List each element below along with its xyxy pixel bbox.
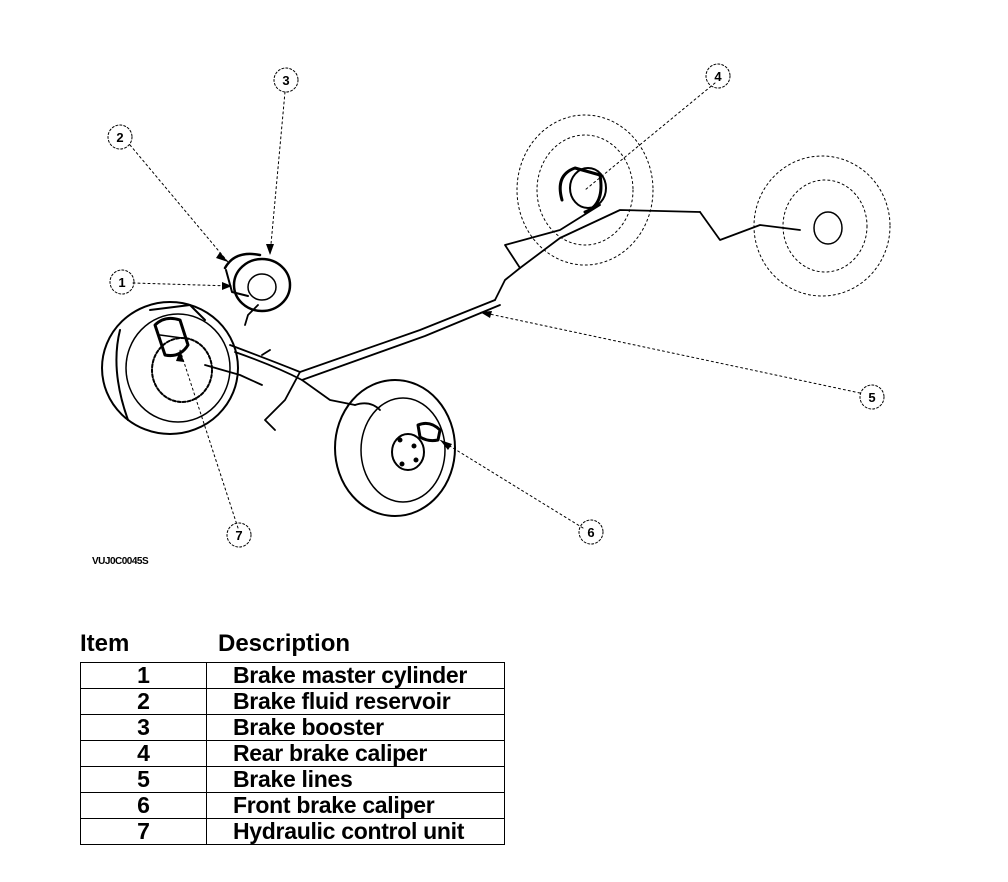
- brake-system-diagram: 1 2 3 4 5 6 7: [101, 63, 891, 548]
- row-description: Brake booster: [206, 714, 505, 741]
- callout-7: 7: [235, 528, 242, 543]
- callout-4: 4: [714, 69, 722, 84]
- table-row: 1 Brake master cylinder: [80, 662, 505, 689]
- rear-left-wheel: [516, 114, 654, 266]
- front-caliper-shape: [416, 421, 442, 443]
- front-left-wheel: [101, 301, 239, 435]
- parts-legend: Item Description 1 Brake master cylinder…: [80, 630, 505, 845]
- callout-circles: [107, 63, 885, 548]
- table-row: 4 Rear brake caliper: [80, 740, 505, 767]
- leader-arrowheads: [176, 244, 492, 450]
- rear-caliper-shape: [558, 166, 603, 214]
- leader-lines: [129, 82, 861, 529]
- row-item: 1: [80, 662, 207, 689]
- front-right-wheel: [334, 379, 456, 517]
- row-item: 6: [80, 792, 207, 819]
- row-item: 3: [80, 714, 207, 741]
- row-description: Brake lines: [206, 766, 505, 793]
- row-description: Brake master cylinder: [206, 662, 505, 689]
- table-row: 7 Hydraulic control unit: [80, 818, 505, 845]
- callout-2: 2: [116, 130, 123, 145]
- legend-header-item: Item: [80, 630, 130, 657]
- figure-code: VUJ0C0045S: [92, 556, 149, 567]
- table-row: 3 Brake booster: [80, 714, 505, 741]
- row-item: 2: [80, 688, 207, 715]
- row-description: Hydraulic control unit: [206, 818, 505, 845]
- row-description: Rear brake caliper: [206, 740, 505, 767]
- table-row: 6 Front brake caliper: [80, 792, 505, 819]
- row-description: Front brake caliper: [206, 792, 505, 819]
- callout-1: 1: [118, 275, 125, 290]
- legend-header: Item Description: [80, 630, 505, 660]
- callout-6: 6: [587, 525, 594, 540]
- callout-3: 3: [282, 73, 289, 88]
- row-description: Brake fluid reservoir: [206, 688, 505, 715]
- row-item: 5: [80, 766, 207, 793]
- legend-header-description: Description: [218, 630, 351, 657]
- row-item: 7: [80, 818, 207, 845]
- parts-table: 1 Brake master cylinder 2 Brake fluid re…: [80, 662, 505, 845]
- rear-right-wheel: [753, 155, 891, 297]
- table-row: 5 Brake lines: [80, 766, 505, 793]
- hydraulic-control-unit-shape: [153, 316, 190, 357]
- brake-booster-assembly: [223, 252, 292, 313]
- row-item: 4: [80, 740, 207, 767]
- table-row: 2 Brake fluid reservoir: [80, 688, 505, 715]
- callout-5: 5: [868, 390, 875, 405]
- brake-line-network: [204, 204, 801, 431]
